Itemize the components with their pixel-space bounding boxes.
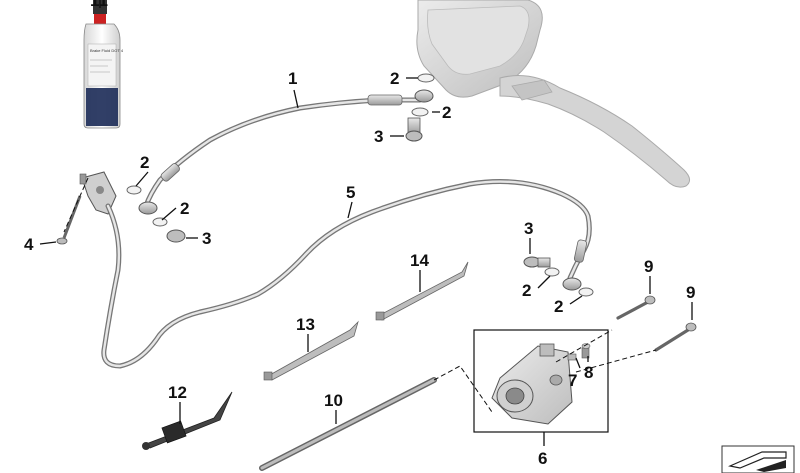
callout-5: 5 [346,183,355,202]
callout-2-left-lower: 2 [180,199,189,218]
brake-line-long [101,179,592,369]
hose-bracket [79,171,117,215]
callout-3-lower: 3 [524,219,533,238]
callout-2-top: 2 [390,69,399,88]
callout-1: 1 [288,69,297,88]
callout-4: 4 [24,235,34,254]
callout-9-upper: 9 [644,257,653,276]
bottle-label: Brake Fluid DOT 4 [90,48,124,53]
callout-10: 10 [324,391,343,410]
callout-6: 6 [538,449,547,468]
callout-2-lower-right: 2 [554,297,563,316]
callout-3-upper: 3 [374,127,383,146]
callout-9-lower: 9 [686,283,695,302]
callout-labels: 11 1 2 2 3 2 2 3 4 5 3 2 2 14 9 9 13 7 8… [24,0,695,468]
callout-2-upper-right: 2 [442,103,451,122]
nav-arrow-icon[interactable] [721,445,795,473]
brake-line-upper [143,94,423,209]
bleed-valve [567,343,591,361]
callout-3-left: 3 [202,229,211,248]
cable-tie-13 [263,320,359,381]
master-cylinder-housing [416,0,690,188]
left-banjo-fitting [126,185,186,243]
callout-11: 11 [90,0,108,10]
leader-lines [39,0,693,446]
upper-banjo-fitting [405,73,435,142]
rod-10 [259,377,437,471]
brake-fluid-bottle: Brake Fluid DOT 4 [83,0,124,129]
lower-banjo-fitting [523,256,594,297]
bolt-9-lower [654,322,697,352]
cable-clip-12 [142,391,233,450]
callout-7: 7 [568,371,577,390]
callout-2-lower-left: 2 [522,281,531,300]
slave-cylinder [491,343,573,425]
assembly-lines [63,177,657,413]
callout-2-left-upper: 2 [140,153,149,172]
bolt-9-upper [616,295,656,320]
slave-cylinder-frame [473,329,609,433]
callout-12: 12 [168,383,187,402]
callout-8: 8 [584,363,593,382]
cable-tie-14 [375,261,469,321]
callout-14: 14 [410,251,429,270]
callout-13: 13 [296,315,315,334]
